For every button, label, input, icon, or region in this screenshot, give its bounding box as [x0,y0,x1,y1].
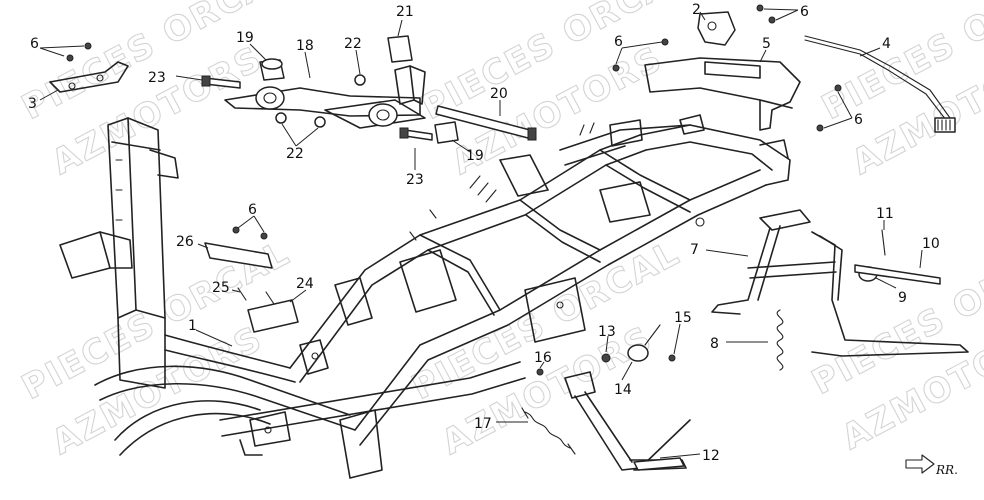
callout-23: 23 [148,70,166,86]
stand-parts-drawing [521,209,969,471]
callout-11: 11 [876,206,894,222]
callout-20: 20 [490,86,508,102]
callout-26: 26 [176,234,194,250]
callout-6: 6 [800,4,809,20]
leader-lines [39,8,923,459]
callout-6: 6 [248,202,257,218]
callout-14: 14 [614,382,632,398]
callout-19: 19 [236,30,254,46]
callout-13: 13 [598,324,616,340]
callout-8: 8 [710,336,719,352]
callout-22: 22 [344,36,362,52]
callout-16: 16 [534,350,552,366]
callout-5: 5 [762,36,771,52]
callout-9: 9 [898,290,907,306]
callout-2: 2 [692,2,701,18]
callout-18: 18 [296,38,314,54]
callout-12: 12 [702,448,720,464]
small-parts-drawing [204,226,299,333]
callout-6: 6 [30,36,39,52]
bracket-parts-drawing [49,4,956,133]
main-frame-drawing [59,114,791,479]
direction-label: RR. [935,463,958,477]
callout-17: 17 [474,416,492,432]
callout-3: 3 [28,96,37,112]
engine-hanger-drawing [201,35,537,144]
callout-19: 19 [466,148,484,164]
callout-6: 6 [614,34,623,50]
callout-22: 22 [286,146,304,162]
callout-23: 23 [406,172,424,188]
direction-marker: RR. [905,454,958,477]
callout-24: 24 [296,276,314,292]
arrow-right-icon [905,454,935,474]
callout-15: 15 [674,310,692,326]
callout-1: 1 [188,318,197,334]
callout-labels: 6 3 19 18 23 21 22 22 20 19 23 2 6 6 5 4… [28,2,940,464]
callout-6: 6 [854,112,863,128]
callout-7: 7 [690,242,699,258]
callout-25: 25 [212,280,230,296]
callout-4: 4 [882,36,891,52]
callout-21: 21 [396,4,414,20]
callout-10: 10 [922,236,940,252]
